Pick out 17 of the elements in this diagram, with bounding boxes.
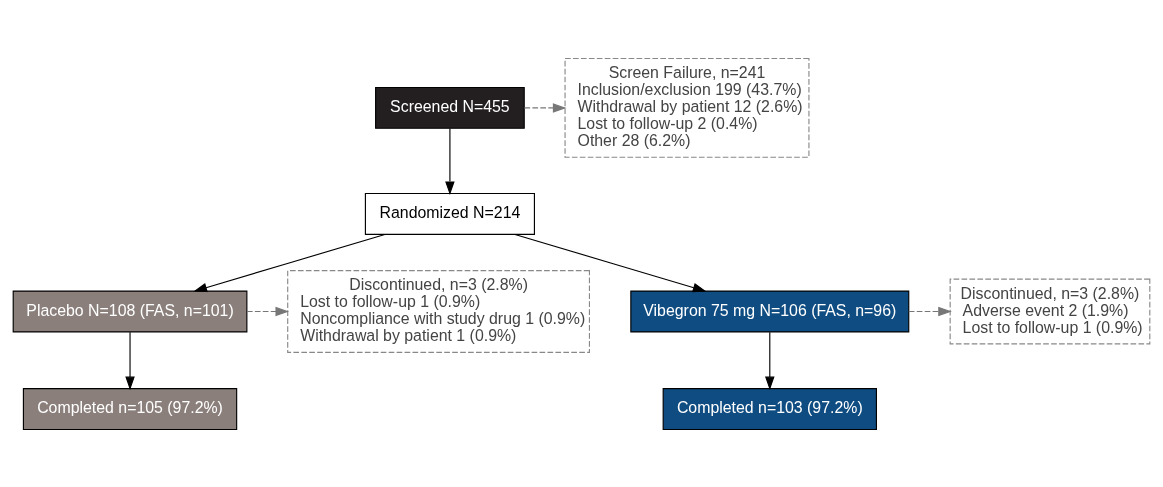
node-box: Screen Failure, n=241 Inclusion/exclusion 199 (43.7%) Withdrawal by patient 12 (2.6%) Lost to follow-up 2 (0.4%) Other 28 (6.2%) bbox=[564, 57, 810, 158]
arrow bbox=[246, 306, 290, 316]
node-box: Randomized N=214 bbox=[364, 192, 535, 235]
node-box: Placebo N=108 (FAS, n=101) bbox=[12, 290, 248, 332]
node-box: Discontinued, n=3 (2.8%) Adverse event 2 (1.9%) Lost to follow-up 1 (0.9%) bbox=[949, 278, 1151, 344]
arrow bbox=[193, 233, 386, 292]
node-box: Completed n=105 (97.2%) bbox=[22, 387, 238, 430]
arrow bbox=[908, 306, 952, 316]
arrow bbox=[765, 331, 775, 390]
arrow bbox=[514, 233, 707, 292]
arrow bbox=[125, 331, 135, 390]
node-box: Vibegron 75 mg N=106 (FAS, n=96) bbox=[630, 290, 910, 332]
node-box: Completed n=103 (97.2%) bbox=[662, 387, 877, 430]
node-box: Discontinued, n=3 (2.8%) Lost to follow-up 1 (0.9%) Noncompliance with study drug 1 (0.9%) Withdrawal by patient 1 (0.9%) bbox=[287, 269, 590, 353]
arrow bbox=[523, 102, 567, 113]
arrow bbox=[445, 127, 455, 195]
node-box: Screened N=455 bbox=[375, 86, 525, 129]
